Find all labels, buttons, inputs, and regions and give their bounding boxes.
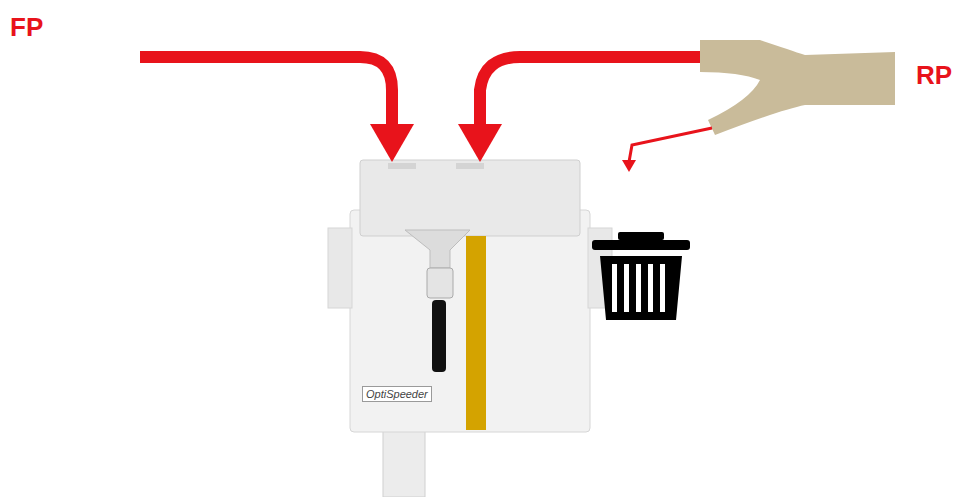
port [388,163,416,169]
fp-arrow [140,57,392,130]
y-connector [700,40,895,135]
trash-can [592,232,690,320]
device-cap [360,160,580,236]
brand-label: OptiSpeeder [362,386,432,402]
device-neck [383,428,425,497]
clamp-hinge [427,268,453,298]
clamp [405,230,470,268]
device-side [328,228,352,308]
arrowhead [622,160,636,172]
gold-strip [466,236,486,430]
port-label: FP [10,12,43,43]
device-body [350,210,590,432]
cartridge-slot [432,300,446,372]
arrowhead [370,124,414,162]
waste-line [629,128,712,162]
arrowhead [458,124,502,162]
port [456,163,484,169]
port-label: RP [916,60,952,91]
rp-arrow [480,57,700,130]
